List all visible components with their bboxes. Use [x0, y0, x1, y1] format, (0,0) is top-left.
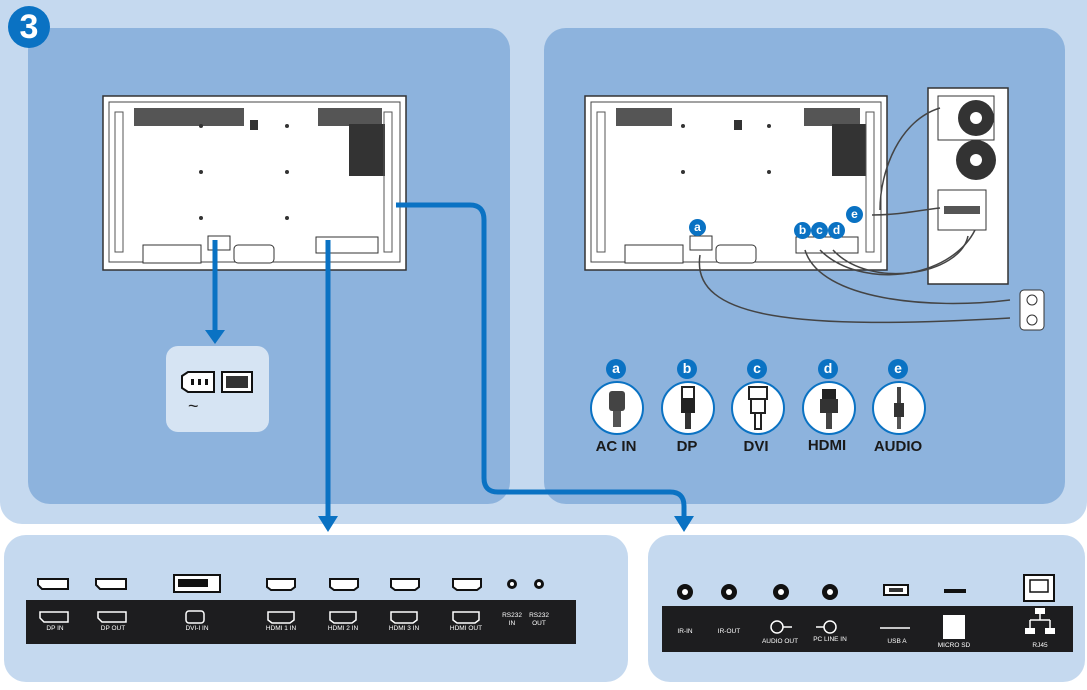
cable-lines — [698, 107, 1011, 324]
marker-e: e — [846, 206, 863, 223]
cable-name-ac: AC IN — [595, 438, 637, 455]
hdmi-cable-icon — [802, 381, 856, 435]
port-label-dvi-in: DVI-I IN — [185, 625, 209, 632]
dp-cable-icon — [661, 381, 715, 435]
port-label-dp-in: DP IN — [46, 625, 64, 632]
marker-a: a — [689, 219, 706, 236]
port-label-rs232-out: RS232 OUT — [529, 612, 549, 627]
ac-cable-icon — [590, 381, 644, 435]
port-label-hdmi3-in: HDMI 3 IN — [388, 625, 420, 632]
hdmi-icon — [329, 578, 359, 591]
port-label-ir-in: IR-IN — [677, 628, 693, 635]
port-label-hdmi-out: HDMI OUT — [449, 625, 483, 632]
cable-name-dvi: DVI — [743, 438, 769, 455]
port-label-audio-out: AUDIO OUT — [761, 638, 799, 645]
port-label-micro-sd: MICRO SD — [937, 642, 971, 649]
ac-inlet-callout — [166, 346, 269, 432]
cable-name-hdmi: HDMI — [807, 437, 847, 454]
pc-tower — [927, 87, 1009, 285]
displayport-icon — [37, 578, 69, 590]
dvi-cable-icon — [731, 381, 785, 435]
wall-socket — [1019, 289, 1045, 331]
port-label-rj45: RJ45 — [1032, 642, 1048, 649]
cable-letter-b: b — [677, 359, 697, 379]
step-number-badge: 3 — [8, 6, 50, 48]
arrow-down-right-ports — [674, 516, 694, 532]
marker-c: c — [811, 222, 828, 239]
cable-letter-e: e — [888, 359, 908, 379]
monitor-back-left — [102, 95, 407, 271]
arrow-down-ac — [205, 330, 225, 344]
port-label-dp-out: DP OUT — [100, 625, 126, 632]
cable-name-audio: AUDIO — [873, 438, 923, 455]
sd-card-icon — [944, 589, 966, 593]
audio-cable-icon — [872, 381, 926, 435]
hdmi-icon — [266, 578, 296, 591]
hdmi-icon — [390, 578, 420, 591]
displayport-icon — [95, 578, 127, 590]
cable-letter-d: d — [818, 359, 838, 379]
ac-symbol: ~ — [188, 396, 199, 416]
monitor-back-right — [584, 95, 888, 271]
port-label-usb-a: USB A — [887, 638, 907, 645]
port-label-pc-line-in: PC LINE IN — [813, 636, 847, 643]
cable-letter-c: c — [747, 359, 767, 379]
port-label-hdmi1-in: HDMI 1 IN — [265, 625, 297, 632]
ac-inlet-icon — [181, 371, 253, 393]
port-label-hdmi2-in: HDMI 2 IN — [327, 625, 359, 632]
arrow-down-left-ports — [318, 516, 338, 532]
right-port-label-bar — [662, 606, 1073, 652]
hdmi-icon — [452, 578, 482, 591]
port-label-ir-out: IR-OUT — [717, 628, 741, 635]
port-label-rs232-in: RS232 IN — [502, 612, 522, 627]
marker-d: d — [828, 222, 845, 239]
cable-name-dp: DP — [676, 438, 698, 455]
marker-b: b — [794, 222, 811, 239]
cable-letter-a: a — [606, 359, 626, 379]
arrow-lines — [212, 202, 687, 520]
